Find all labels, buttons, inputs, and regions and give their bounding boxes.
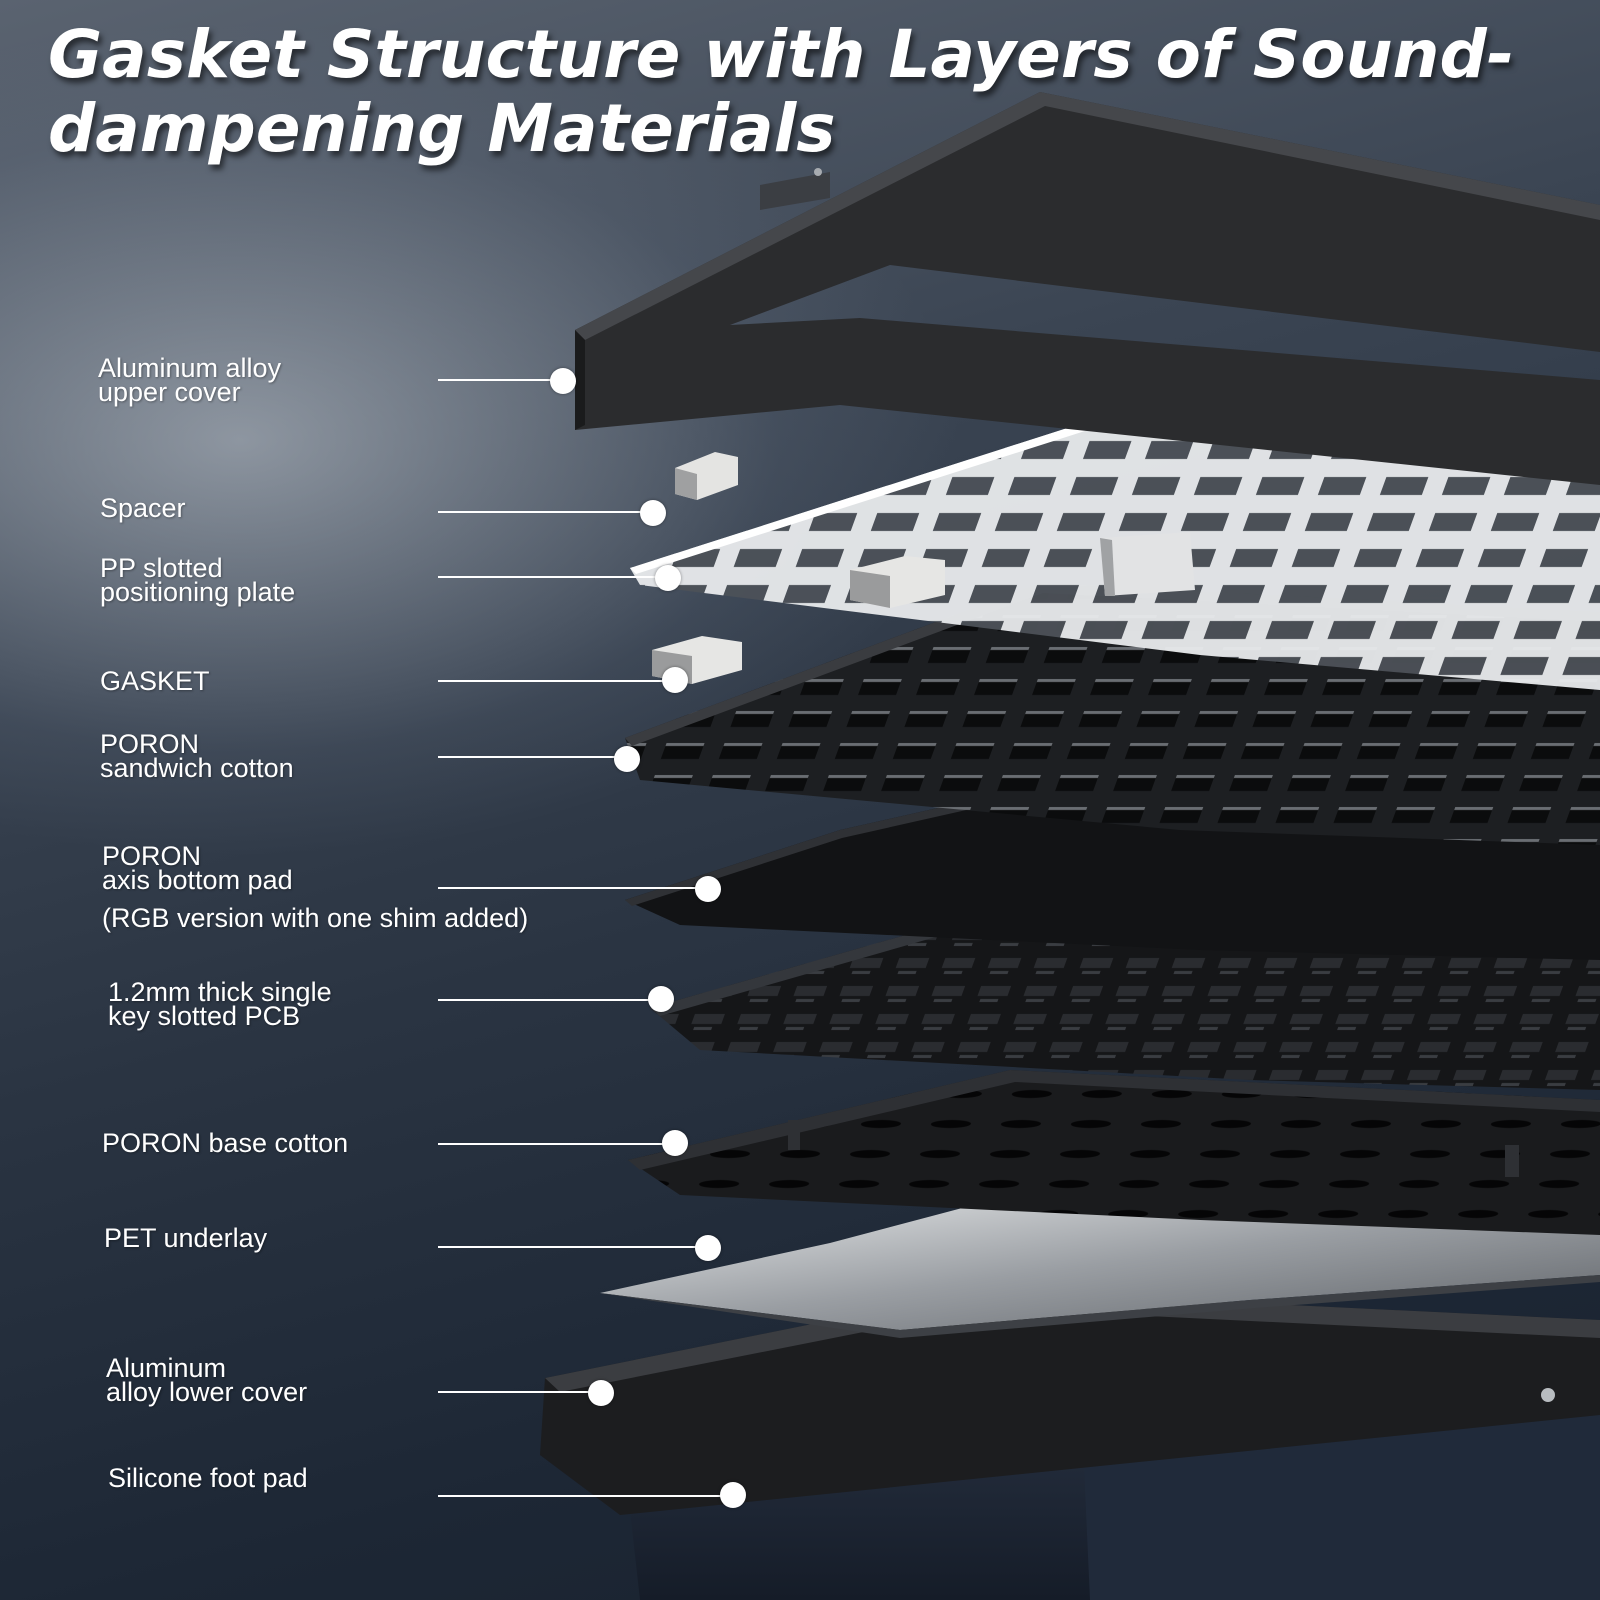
label-poron-base: PORON base cotton xyxy=(102,1128,349,1158)
callout-dot-poron-sandwich[interactable] xyxy=(614,746,640,772)
label-line: Silicone foot pad xyxy=(108,1463,308,1493)
label-line: PORON xyxy=(100,729,200,759)
label-line: positioning plate xyxy=(100,577,296,607)
callout-dot-foot-pad[interactable] xyxy=(720,1482,746,1508)
label-pcb: 1.2mm thick single key slotted PCB xyxy=(108,977,332,1031)
label-line: GASKET xyxy=(100,666,210,696)
label-foot-pad: Silicone foot pad xyxy=(108,1463,308,1493)
label-line: PP slotted xyxy=(100,553,223,583)
label-line: sandwich cotton xyxy=(100,753,294,783)
leader-line xyxy=(438,511,648,513)
label-lower-cover: Aluminum alloy lower cover xyxy=(106,1353,308,1407)
gasket-strips xyxy=(652,532,1195,684)
label-line: Spacer xyxy=(100,493,186,523)
label-spacer: Spacer xyxy=(100,493,186,523)
leader-line xyxy=(438,756,622,758)
label-line: PET underlay xyxy=(104,1223,268,1253)
label-line: upper cover xyxy=(98,377,241,407)
label-pet-underlay: PET underlay xyxy=(104,1223,268,1253)
label-poron-sandwich: PORON sandwich cotton xyxy=(100,729,294,783)
callout-dot-pp-plate[interactable] xyxy=(655,565,681,591)
upper-cover-shape xyxy=(575,92,1600,485)
callout-dot-gasket[interactable] xyxy=(662,667,688,693)
leader-line xyxy=(438,680,670,682)
label-line: axis bottom pad xyxy=(102,865,293,895)
callout-dot-pet-underlay[interactable] xyxy=(695,1235,721,1261)
label-line: 1.2mm thick single xyxy=(108,977,332,1007)
leader-line xyxy=(438,379,558,381)
label-pp-plate: PP slotted positioning plate xyxy=(100,553,296,607)
callout-dot-upper-cover[interactable] xyxy=(550,368,576,394)
spacer-block xyxy=(675,452,738,500)
label-line: alloy lower cover xyxy=(106,1377,308,1407)
pet-underlay-shape xyxy=(600,1198,1600,1338)
label-gasket: GASKET xyxy=(100,666,210,696)
gasket-strip xyxy=(850,556,945,608)
leader-line xyxy=(438,999,656,1001)
callout-dot-spacer[interactable] xyxy=(640,500,666,526)
label-poron-axis-pad: PORON axis bottom pad (RGB version with … xyxy=(102,841,529,933)
leader-line xyxy=(438,887,703,889)
label-line: PORON xyxy=(102,841,202,871)
label-line: Aluminum alloy xyxy=(98,353,282,383)
leader-line xyxy=(438,576,664,578)
page-title: Gasket Structure with Layers of Sound-da… xyxy=(48,16,1515,167)
lower-cover-shape xyxy=(540,1290,1600,1515)
gasket-strip xyxy=(1100,532,1195,596)
callout-dot-lower-cover[interactable] xyxy=(588,1380,614,1406)
callout-dot-poron-base[interactable] xyxy=(662,1130,688,1156)
callout-dot-poron-axis-pad[interactable] xyxy=(695,876,721,902)
label-line: Aluminum xyxy=(106,1353,227,1383)
leader-line xyxy=(438,1391,596,1393)
label-line: key slotted PCB xyxy=(108,1001,301,1031)
label-upper-cover: Aluminum alloy upper cover xyxy=(98,353,282,407)
label-note: (RGB version with one shim added) xyxy=(102,903,529,933)
leader-line xyxy=(438,1143,670,1145)
poron-base-shape xyxy=(628,1070,1600,1235)
callout-dot-pcb[interactable] xyxy=(648,986,674,1012)
leader-line xyxy=(438,1246,703,1248)
leader-line xyxy=(438,1495,728,1497)
label-line: PORON base cotton xyxy=(102,1128,349,1158)
